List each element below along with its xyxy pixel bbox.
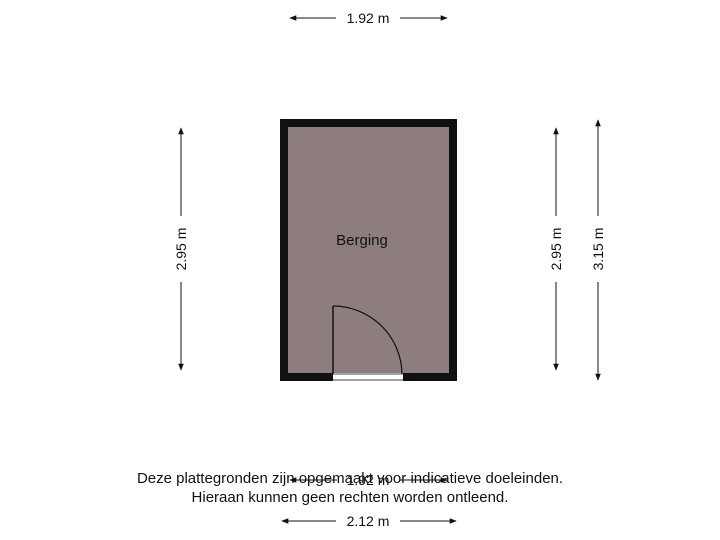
disclaimer-line-2: Hieraan kunnen geen rechten worden ontle… xyxy=(191,489,509,506)
dimension-label-bottom: 2.12 m xyxy=(347,513,390,529)
door-opening xyxy=(328,373,408,381)
disclaimer-line-1: Deze plattegronden zijn opgemaakt voor i… xyxy=(136,470,564,487)
dimension-label-left: 2.95 m xyxy=(173,228,189,271)
door-jamb xyxy=(403,373,408,381)
room-label: Berging xyxy=(336,232,388,249)
dimension-label-right-inner: 2.95 m xyxy=(548,228,564,271)
door-swing-arc xyxy=(332,305,403,375)
room-floor xyxy=(288,127,449,373)
dimension-label-top: 1.92 m xyxy=(347,10,390,26)
dimension-label-right-outer: 3.15 m xyxy=(590,228,606,271)
dimension-label-inner-bottom: 1.92 m xyxy=(347,472,390,488)
door-jamb xyxy=(328,373,333,381)
